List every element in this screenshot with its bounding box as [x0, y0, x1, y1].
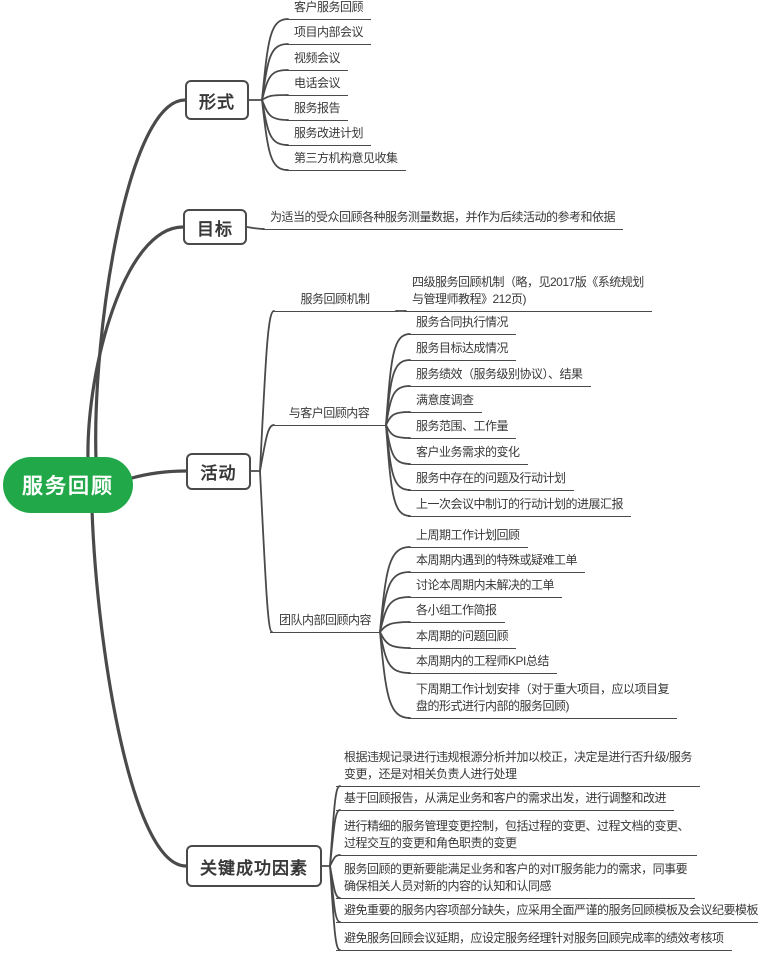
root-topic-service-review[interactable]: 服务回顾	[3, 457, 133, 513]
connector-path	[379, 596, 411, 633]
leaf-topic[interactable]: 基于回顾报告，从满足业务和客户的需求出发，进行调整和改进	[336, 790, 675, 811]
branch-activity[interactable]: 活动	[186, 453, 251, 490]
leaf-topic[interactable]: 视频会议	[286, 50, 349, 71]
connector-path	[385, 424, 411, 491]
connector-path	[259, 310, 275, 472]
branch-key-success-factors[interactable]: 关键成功因素	[186, 845, 322, 887]
branch-goal[interactable]: 目标	[183, 209, 247, 245]
leaf-topic[interactable]: 客户服务回顾	[286, 0, 372, 20]
leaf-topic[interactable]: 第三方机构意见收集	[286, 150, 406, 171]
connector-path	[261, 69, 289, 101]
connector-path	[379, 571, 411, 633]
subtopic-customer-review-content[interactable]: 与客户回顾内容	[272, 405, 386, 426]
leaf-topic[interactable]: 避免重要的服务内容项部分缺失，应采用全面严谨的服务回顾模板及会议纪要模板	[336, 902, 758, 923]
connector-path	[259, 424, 275, 472]
connector-path	[379, 631, 411, 674]
connector-path	[379, 631, 411, 719]
connector-path	[385, 424, 411, 465]
connector-path	[86, 225, 185, 463]
leaf-topic-four-level-mechanism[interactable]: 四级服务回顾机制（略，见2017版《系统规划 与管理师教程》212页)	[404, 274, 652, 312]
connector-path	[379, 631, 411, 649]
leaf-topic[interactable]: 项目内部会议	[286, 24, 372, 45]
leaf-topic[interactable]: 上一次会议中制订的行动计划的进展汇报	[408, 496, 632, 517]
subtopic-team-internal-review-content[interactable]: 团队内部回顾内容	[270, 612, 380, 633]
connector-path	[259, 470, 273, 633]
connector-path	[385, 359, 411, 426]
leaf-topic[interactable]: 各小组工作简报	[408, 602, 505, 623]
leaf-topic[interactable]: 本周期内遇到的特殊或疑难工单	[408, 552, 586, 573]
leaf-topic[interactable]: 本周期内的工程师KPI总结	[408, 653, 557, 674]
leaf-topic[interactable]: 下周期工作计划安排（对于重大项目，应以项目复 盘的形式进行内部的服务回顾)	[408, 681, 678, 719]
connector-path	[261, 99, 289, 121]
leaf-topic[interactable]: 根据违规记录进行违规根源分析并加以校正，决定是进行否升级/服务 变更，还是对相关…	[336, 749, 700, 787]
leaf-topic[interactable]: 电话会议	[286, 75, 349, 96]
leaf-topic[interactable]: 避免服务回顾会议延期，应设定服务经理针对服务回顾完成率的绩效考核项	[336, 930, 732, 951]
connector-path	[261, 99, 289, 171]
connector-path	[385, 411, 411, 426]
leaf-topic[interactable]: 服务改进计划	[286, 125, 372, 146]
connector-path	[385, 424, 411, 517]
connector-path	[261, 18, 289, 101]
connector-path	[130, 469, 188, 480]
leaf-topic[interactable]: 为适当的受众回顾各种服务测量数据，并作为后续活动的参考和依据	[262, 209, 624, 230]
leaf-topic[interactable]: 服务目标达成情况	[408, 340, 517, 361]
leaf-topic[interactable]: 服务合同执行情况	[408, 314, 517, 335]
connector-path	[90, 508, 188, 868]
connector-path	[379, 546, 411, 633]
leaf-topic[interactable]: 服务绩效（服务级别协议）、结果	[408, 366, 591, 387]
subtopic-service-review-mechanism[interactable]: 服务回顾机制	[272, 291, 398, 312]
connector-path	[385, 333, 411, 426]
leaf-topic[interactable]: 服务中存在的问题及行动计划	[408, 470, 574, 491]
leaf-topic[interactable]: 服务范围、工作量	[408, 418, 517, 439]
leaf-topic[interactable]: 进行精细的服务管理变更控制，包括过程的变更、过程文档的变更、 过程交互的变更和角…	[336, 818, 698, 856]
leaf-topic[interactable]: 本周期的问题回顾	[408, 628, 517, 649]
leaf-topic[interactable]: 服务报告	[286, 100, 349, 121]
branch-form[interactable]: 形式	[185, 80, 249, 120]
leaf-topic[interactable]: 讨论本周期内未解决的工单	[408, 577, 563, 598]
leaf-topic[interactable]: 服务回顾的更新要能满足业务和客户的对IT服务能力的需求，同事要 确保相关人员对新…	[336, 861, 696, 899]
connector-path	[385, 424, 411, 439]
leaf-topic[interactable]: 上周期工作计划回顾	[408, 527, 528, 548]
leaf-topic[interactable]: 满意度调查	[408, 392, 482, 413]
connector-path	[385, 385, 411, 426]
connector-path	[261, 43, 289, 101]
connector-path	[94, 98, 187, 462]
leaf-topic[interactable]: 客户业务需求的变化	[408, 444, 528, 465]
connector-path	[379, 621, 411, 633]
connector-path	[261, 94, 289, 101]
connector-path	[261, 99, 289, 146]
